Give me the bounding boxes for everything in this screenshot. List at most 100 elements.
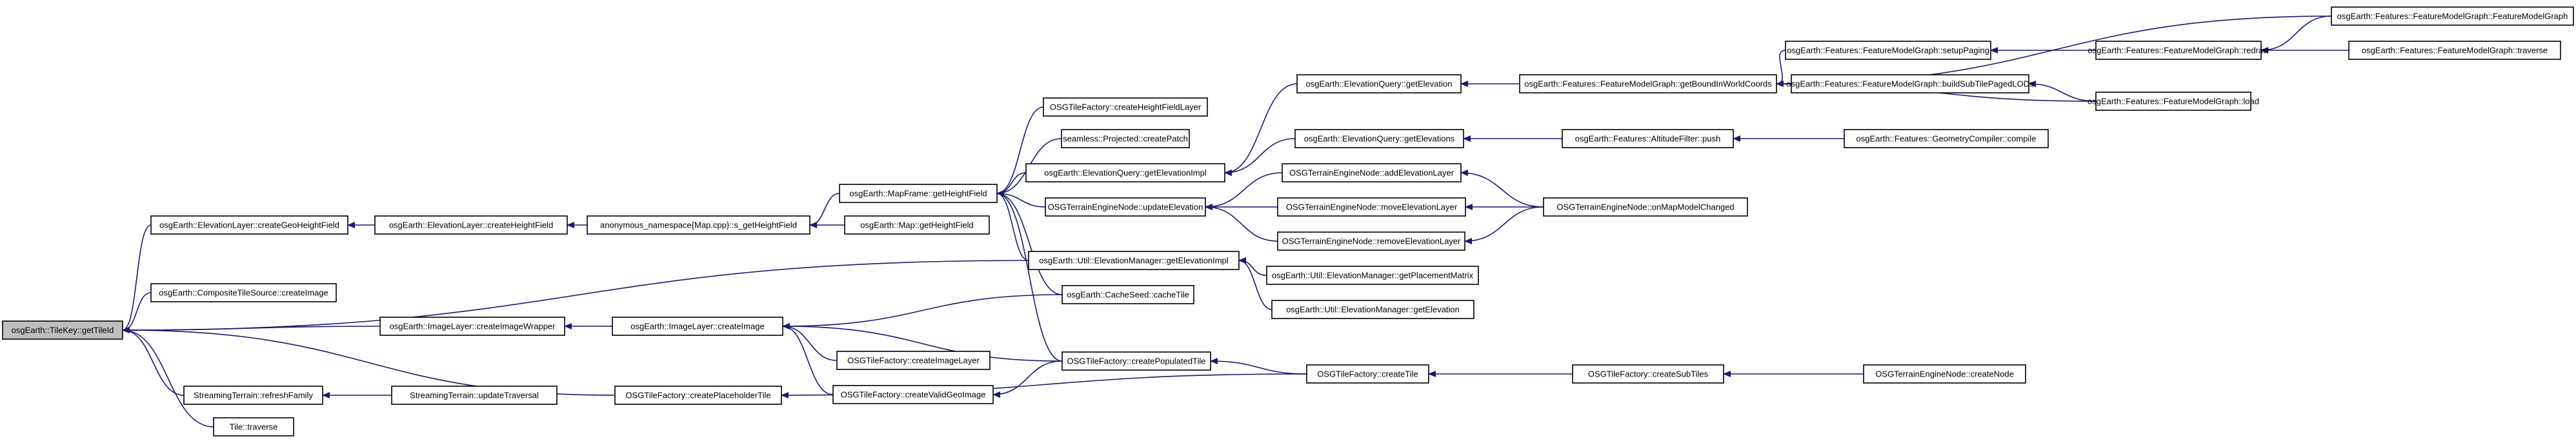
function-node[interactable]: OSGTileFactory::createTile — [1306, 364, 1429, 384]
function-node[interactable]: osgEarth::Features::FeatureModelGraph::F… — [2331, 6, 2574, 26]
call-edge — [809, 193, 840, 228]
node-label: OSGTileFactory::createValidGeoImage — [841, 390, 986, 400]
node-box — [612, 317, 783, 336]
function-node[interactable]: OSGTerrainEngineNode::onMapModelChanged — [1543, 197, 1748, 217]
node-box — [213, 417, 294, 436]
function-node[interactable]: osgEarth::ElevationQuery::getElevations — [1294, 129, 1464, 148]
function-node[interactable]: OSGTileFactory::createPopulatedTile — [1062, 351, 1211, 371]
function-node[interactable]: OSGTileFactory::createHeightFieldLayer — [1043, 97, 1208, 117]
function-node[interactable]: osgEarth::Util::ElevationManager::getEle… — [1271, 300, 1474, 319]
function-node[interactable]: osgEarth::Util::ElevationManager::getEle… — [1028, 251, 1240, 270]
function-node[interactable]: osgEarth::Features::FeatureModelGraph::b… — [1786, 74, 2034, 93]
node-label: OSGTileFactory::createSubTiles — [1588, 369, 1709, 379]
node-label: osgEarth::ElevationQuery::getElevations — [1304, 134, 1455, 144]
node-label: OSGTileFactory::createTile — [1317, 369, 1418, 379]
function-node[interactable]: osgEarth::Features::FeatureModelGraph::r… — [2088, 41, 2269, 60]
node-label: OSGTerrainEngineNode::updateElevation — [1048, 202, 1203, 212]
function-node[interactable]: seamless::Projected::createPatch — [1061, 129, 1190, 148]
function-node[interactable]: StreamingTerrain::updateTraversal — [391, 386, 558, 405]
function-node[interactable]: OSGTileFactory::createImageLayer — [836, 351, 991, 370]
node-label: OSGTerrainEngineNode::createNode — [1875, 369, 2014, 379]
node-label: osgEarth::Features::FeatureModelGraph::r… — [2088, 46, 2269, 55]
call-edge — [122, 292, 152, 333]
node-box — [1791, 74, 2029, 93]
function-node[interactable]: osgEarth::ElevationQuery::getElevation — [1296, 74, 1462, 93]
function-node[interactable]: osgEarth::Features::FeatureModelGraph::g… — [1519, 74, 1777, 93]
node-box — [1543, 197, 1748, 217]
function-node[interactable]: osgEarth::ImageLayer::createImageWrapper — [379, 317, 565, 336]
node-box — [1025, 163, 1225, 182]
node-box — [839, 184, 998, 203]
function-node[interactable]: osgEarth::MapFrame::getHeightField — [839, 184, 998, 203]
node-box — [379, 317, 565, 336]
node-label: osgEarth::Map::getHeightField — [860, 220, 974, 230]
call-edge — [1460, 170, 1544, 208]
node-label: seamless::Projected::createPatch — [1063, 134, 1188, 144]
node-label: osgEarth::ImageLayer::createImage — [630, 322, 764, 331]
node-box — [2331, 6, 2574, 26]
function-node[interactable]: OSGTerrainEngineNode::createNode — [1863, 364, 2026, 384]
function-node[interactable]: OSGTerrainEngineNode::removeElevationLay… — [1277, 231, 1465, 251]
node-box — [391, 386, 558, 405]
node-label: StreamingTerrain::updateTraversal — [410, 391, 539, 400]
call-edge — [996, 190, 1063, 295]
call-edge — [1224, 138, 1296, 176]
node-label: anonymous_namespace{Map.cpp}::s_getHeigh… — [600, 220, 797, 230]
node-box — [587, 215, 810, 235]
root-function-node: osgEarth::TileKey::getTileId — [2, 320, 123, 340]
function-node[interactable]: OSGTileFactory::createValidGeoImage — [832, 385, 994, 404]
node-box — [1562, 129, 1734, 148]
function-node[interactable]: osgEarth::Features::AltitudeFilter::push — [1562, 129, 1734, 148]
call-edge — [1205, 204, 1278, 242]
call-edge — [782, 323, 1063, 362]
function-node[interactable]: osgEarth::CompositeTileSource::createIma… — [150, 283, 337, 302]
node-box — [844, 215, 990, 235]
node-box — [1043, 97, 1208, 117]
node-label: StreamingTerrain::refreshFamily — [194, 391, 313, 400]
node-label: osgEarth::CacheSeed::cacheTile — [1067, 290, 1189, 300]
function-node[interactable]: OSGTerrainEngineNode::updateElevation — [1045, 197, 1206, 217]
call-edge — [1776, 50, 1786, 87]
function-node[interactable]: anonymous_namespace{Map.cpp}::s_getHeigh… — [587, 215, 810, 235]
node-label: osgEarth::ElevationLayer::createHeightFi… — [389, 220, 553, 230]
call-edge — [122, 327, 185, 396]
function-node[interactable]: osgEarth::Features::FeatureModelGraph::t… — [2348, 41, 2561, 60]
function-node[interactable]: Tile::traverse — [213, 417, 294, 436]
function-node[interactable]: osgEarth::CacheSeed::cacheTile — [1062, 285, 1194, 304]
function-node[interactable]: osgEarth::ElevationLayer::createGeoHeigh… — [150, 215, 348, 235]
node-label: osgEarth::TileKey::getTileId — [12, 326, 114, 335]
function-node[interactable]: osgEarth::Features::FeatureModelGraph::s… — [1785, 41, 1991, 60]
node-box — [1306, 364, 1429, 384]
node-box — [374, 215, 568, 235]
call-edge — [122, 327, 616, 396]
function-node[interactable]: osgEarth::Features::FeatureModelGraph::l… — [2088, 92, 2259, 111]
node-box — [2095, 92, 2251, 111]
node-box — [150, 215, 348, 235]
function-node[interactable]: OSGTileFactory::createSubTiles — [1572, 364, 1724, 384]
node-label: osgEarth::ElevationQuery::getElevationIm… — [1044, 168, 1207, 178]
call-edge — [1238, 257, 1273, 310]
function-node[interactable]: OSGTerrainEngineNode::moveElevationLayer — [1277, 197, 1466, 217]
function-node[interactable]: StreamingTerrain::refreshFamily — [183, 386, 323, 405]
node-box — [2095, 41, 2262, 60]
function-node[interactable]: OSGTileFactory::createPlaceholderTile — [614, 386, 782, 405]
call-edge — [1238, 257, 1267, 276]
function-node[interactable]: OSGTerrainEngineNode::addElevationLayer — [1282, 163, 1462, 182]
node-label: osgEarth::Util::ElevationManager::getPla… — [1272, 271, 1474, 280]
function-node[interactable]: osgEarth::ElevationLayer::createHeightFi… — [374, 215, 568, 235]
function-node[interactable]: osgEarth::ElevationQuery::getElevationIm… — [1025, 163, 1225, 182]
node-box — [1863, 364, 2026, 384]
node-box — [1572, 364, 1724, 384]
node-box — [1061, 129, 1190, 148]
node-box — [1277, 197, 1466, 217]
node-label: osgEarth::MapFrame::getHeightField — [849, 189, 987, 199]
node-label: OSGTerrainEngineNode::onMapModelChanged — [1556, 202, 1734, 212]
node-label: osgEarth::Features::FeatureModelGraph::F… — [2337, 12, 2568, 21]
node-label: osgEarth::Features::FeatureModelGraph::t… — [2362, 46, 2548, 55]
node-label: OSGTileFactory::createPopulatedTile — [1067, 357, 1205, 366]
function-node[interactable]: osgEarth::Map::getHeightField — [844, 215, 990, 235]
function-node[interactable]: osgEarth::Features::GeometryCompiler::co… — [1844, 129, 2049, 148]
function-node[interactable]: osgEarth::ImageLayer::createImage — [612, 317, 783, 336]
node-label: osgEarth::CompositeTileSource::createIma… — [159, 288, 328, 298]
function-node[interactable]: osgEarth::Util::ElevationManager::getPla… — [1266, 266, 1479, 285]
